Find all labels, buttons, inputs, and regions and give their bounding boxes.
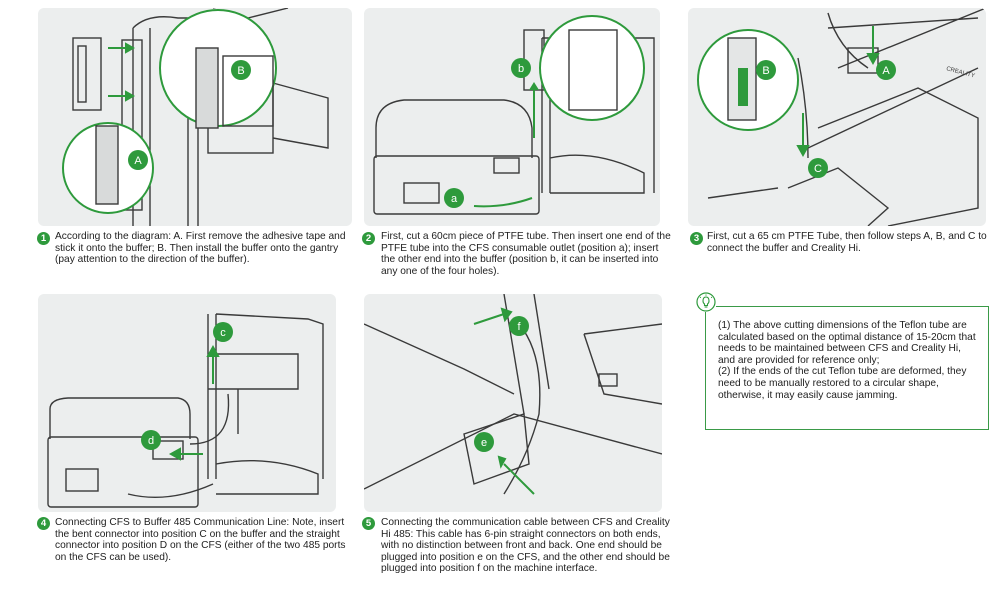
label-a: A bbox=[882, 65, 890, 77]
step5-caption: Connecting the communication cable betwe… bbox=[381, 517, 670, 575]
step5-illustration: f e bbox=[364, 294, 662, 512]
step4-caption: Connecting CFS to Buffer 485 Communicati… bbox=[55, 517, 346, 563]
label-b-small: b bbox=[518, 63, 524, 75]
step2-caption: First, cut a 60cm piece of PTFE tube. Th… bbox=[381, 231, 671, 277]
step5-number: 5 bbox=[362, 517, 375, 530]
lightbulb-icon bbox=[696, 292, 716, 312]
comm-line-drawing: c d bbox=[47, 313, 324, 508]
ptfe-tube-drawing: a b bbox=[373, 15, 655, 215]
buffer-connection-drawing: CREALITY B A C bbox=[697, 8, 986, 226]
label-b: B bbox=[237, 65, 244, 77]
step1-illustration: A B bbox=[38, 8, 352, 226]
label-f: f bbox=[517, 321, 521, 333]
label-c: c bbox=[220, 327, 226, 339]
tip-text: (1) The above cutting dimensions of the … bbox=[718, 320, 980, 401]
step2-illustration: a b bbox=[364, 8, 660, 226]
hi485-cable-drawing: f e bbox=[364, 294, 662, 495]
label-b: B bbox=[762, 65, 769, 77]
step4-number: 4 bbox=[37, 517, 50, 530]
step2-number: 2 bbox=[362, 232, 375, 245]
step3-number: 3 bbox=[690, 232, 703, 245]
label-c: C bbox=[814, 163, 822, 175]
step3-illustration: CREALITY B A C bbox=[688, 8, 986, 226]
label-a: A bbox=[134, 155, 142, 167]
detail-circle-b bbox=[539, 15, 645, 121]
step1-number: 1 bbox=[37, 232, 50, 245]
step1-caption: According to the diagram: A. First remov… bbox=[55, 231, 346, 266]
tip-line-2: (2) If the ends of the cut Teflon tube a… bbox=[718, 366, 967, 401]
step3-caption: First, cut a 65 cm PTFE Tube, then follo… bbox=[707, 231, 987, 254]
label-a-small: a bbox=[451, 193, 458, 205]
label-d: d bbox=[148, 435, 154, 447]
step4-illustration: c d bbox=[38, 294, 336, 512]
tip-box bbox=[705, 306, 989, 430]
brand-text: CREALITY bbox=[945, 66, 975, 79]
buffer-mount-drawing: A B bbox=[62, 8, 329, 226]
tip-line-1: (1) The above cutting dimensions of the … bbox=[718, 320, 976, 366]
label-e: e bbox=[481, 437, 487, 449]
